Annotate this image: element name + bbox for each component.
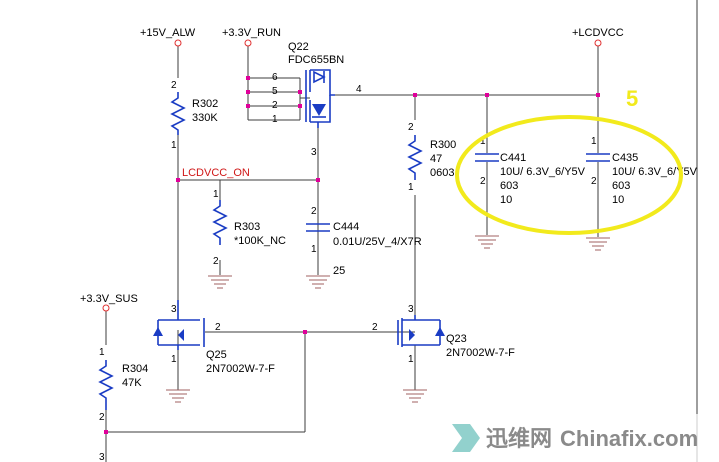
svg-text:2: 2: [408, 122, 414, 133]
svg-text:6: 6: [272, 72, 278, 83]
svg-text:2: 2: [99, 412, 105, 423]
terminal-3v3-run: [244, 39, 252, 47]
svg-text:3: 3: [99, 452, 105, 462]
q25-value: 2N7002W-7-F: [206, 363, 275, 375]
mosfet-q22: 6 5 2 1 4 3 Q22 FDC655BN: [272, 41, 362, 158]
r300-value: 47: [430, 153, 442, 165]
svg-text:1: 1: [171, 354, 177, 365]
c444-value: 0.01U/25V_4/X7R: [333, 236, 422, 248]
svg-text:3: 3: [171, 304, 177, 315]
c441-footprint: 603: [500, 180, 518, 192]
wires: [105, 45, 599, 462]
c444-extra: 25: [333, 265, 345, 277]
ground-symbols: [166, 235, 610, 403]
capacitor-c435: 1 2 C435 10U/ 6.3V_6/Y5V 603 10: [586, 136, 698, 206]
c441-ref: C441: [500, 152, 526, 164]
svg-text:2: 2: [272, 100, 278, 111]
junction-dots: [104, 76, 600, 434]
svg-text:1: 1: [171, 140, 177, 151]
c441-extra: 10: [500, 194, 512, 206]
svg-text:1: 1: [591, 136, 597, 147]
svg-text:5: 5: [272, 86, 278, 97]
terminal-15v-alw: [174, 39, 182, 47]
terminal-3v3-sus: [102, 304, 110, 312]
net-label-lcdvcc: +LCDVCC: [572, 27, 624, 39]
r300-ref: R300: [430, 139, 456, 151]
c435-footprint: 603: [612, 180, 630, 192]
net-label-3v3-sus: +3.3V_SUS: [80, 293, 138, 305]
svg-text:1: 1: [99, 347, 105, 358]
svg-text:2: 2: [372, 322, 378, 333]
svg-text:4: 4: [356, 84, 362, 95]
c441-value: 10U/ 6.3V_6/Y5V: [500, 166, 586, 178]
terminal-lcdvcc: [594, 39, 602, 47]
svg-text:1: 1: [408, 354, 414, 365]
mosfet-q23: 3 2 1 Q23 2N7002W-7-F: [372, 304, 515, 365]
c435-extra: 10: [612, 194, 624, 206]
q23-ref: Q23: [446, 333, 467, 345]
resistor-r303: 1 2 R303 *100K_NC: [212, 189, 286, 267]
watermark-logo-icon: [452, 424, 480, 452]
svg-text:3: 3: [311, 147, 317, 158]
q25-ref: Q25: [206, 349, 227, 361]
r300-footprint: 0603: [430, 167, 454, 179]
capacitor-c441: 1 2 C441 10U/ 6.3V_6/Y5V 603 10: [475, 136, 586, 206]
r304-value: 47K: [122, 377, 142, 389]
resistor-r302: 2 1 R302 330K: [170, 80, 218, 151]
svg-text:2: 2: [171, 80, 177, 91]
svg-text:1: 1: [408, 182, 414, 193]
c444-ref: C444: [333, 221, 359, 233]
net-label-3v3-run: +3.3V_RUN: [222, 27, 281, 39]
net-label-lcdvcc-on: LCDVCC_ON: [182, 167, 250, 179]
c435-ref: C435: [612, 152, 638, 164]
resistor-r300: 2 1 R300 47 0603: [407, 122, 456, 193]
svg-text:2: 2: [213, 256, 219, 267]
svg-text:2: 2: [311, 206, 317, 217]
watermark-en: Chinafix.com: [560, 426, 698, 451]
q22-ref: Q22: [288, 41, 309, 53]
svg-text:1: 1: [311, 244, 317, 255]
watermark-cn: 迅维网: [486, 426, 552, 451]
mosfet-q25: 3 2 1 Q25 2N7002W-7-F: [153, 300, 275, 375]
r302-ref: R302: [192, 98, 218, 110]
svg-text:2: 2: [215, 322, 221, 333]
r303-value: *100K_NC: [234, 235, 286, 247]
highlight-ellipse: [455, 115, 683, 235]
resistor-r304: 1 2 3 R304 47K: [98, 347, 148, 462]
q23-value: 2N7002W-7-F: [446, 347, 515, 359]
q22-value: FDC655BN: [288, 54, 344, 66]
r304-ref: R304: [122, 363, 148, 375]
r303-ref: R303: [234, 221, 260, 233]
net-label-15v-alw: +15V_ALW: [140, 27, 196, 39]
c435-value: 10U/ 6.3V_6/Y5V: [612, 166, 698, 178]
annotation-number: 5: [626, 86, 638, 111]
svg-text:1: 1: [480, 136, 486, 147]
svg-text:3: 3: [408, 304, 414, 315]
svg-text:1: 1: [272, 114, 278, 125]
svg-text:1: 1: [213, 189, 219, 200]
capacitor-c444: 2 1 C444 0.01U/25V_4/X7R 25: [306, 206, 422, 277]
watermark: 迅维网 Chinafix.com: [440, 414, 719, 462]
svg-text:2: 2: [591, 176, 597, 187]
svg-text:2: 2: [480, 176, 486, 187]
r302-value: 330K: [192, 112, 218, 124]
